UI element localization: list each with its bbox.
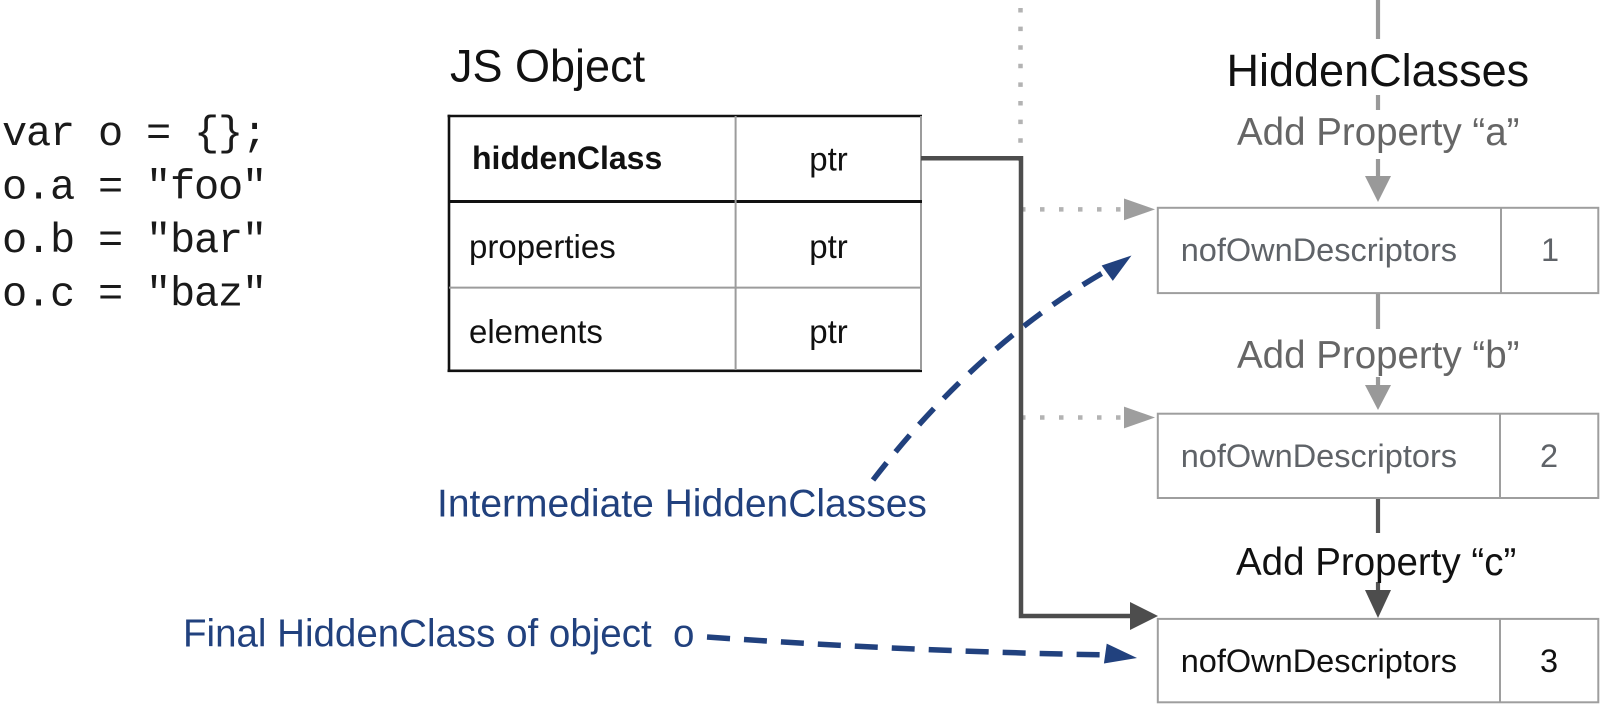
svg-text:JS Object: JS Object: [450, 41, 646, 92]
svg-text:1: 1: [1541, 232, 1559, 268]
svg-text:o.b = "bar": o.b = "bar": [2, 217, 266, 265]
svg-text:var o = {};: var o = {};: [2, 110, 266, 158]
svg-text:Add Property “b”: Add Property “b”: [1237, 334, 1519, 377]
svg-text:nofOwnDescriptors: nofOwnDescriptors: [1181, 232, 1457, 268]
svg-text:o.a = "foo": o.a = "foo": [2, 164, 266, 212]
svg-text:3: 3: [1540, 643, 1558, 679]
svg-text:Final HiddenClass of object o: Final HiddenClass of object o: [183, 612, 694, 655]
svg-text:properties: properties: [469, 228, 616, 265]
svg-text:nofOwnDescriptors: nofOwnDescriptors: [1181, 438, 1457, 474]
svg-text:Add Property “a”: Add Property “a”: [1237, 111, 1519, 154]
svg-text:hiddenClass: hiddenClass: [472, 140, 662, 176]
svg-text:ptr: ptr: [809, 313, 848, 350]
svg-text:Add Property “c”: Add Property “c”: [1236, 541, 1516, 584]
svg-text:HiddenClasses: HiddenClasses: [1227, 45, 1530, 96]
svg-text:ptr: ptr: [809, 141, 848, 178]
svg-text:Intermediate HiddenClasses: Intermediate HiddenClasses: [437, 483, 927, 526]
svg-text:elements: elements: [469, 313, 603, 350]
svg-text:nofOwnDescriptors: nofOwnDescriptors: [1181, 643, 1457, 679]
svg-text:ptr: ptr: [809, 228, 848, 265]
svg-text:o.c = "baz": o.c = "baz": [2, 271, 266, 319]
svg-text:2: 2: [1540, 438, 1558, 474]
